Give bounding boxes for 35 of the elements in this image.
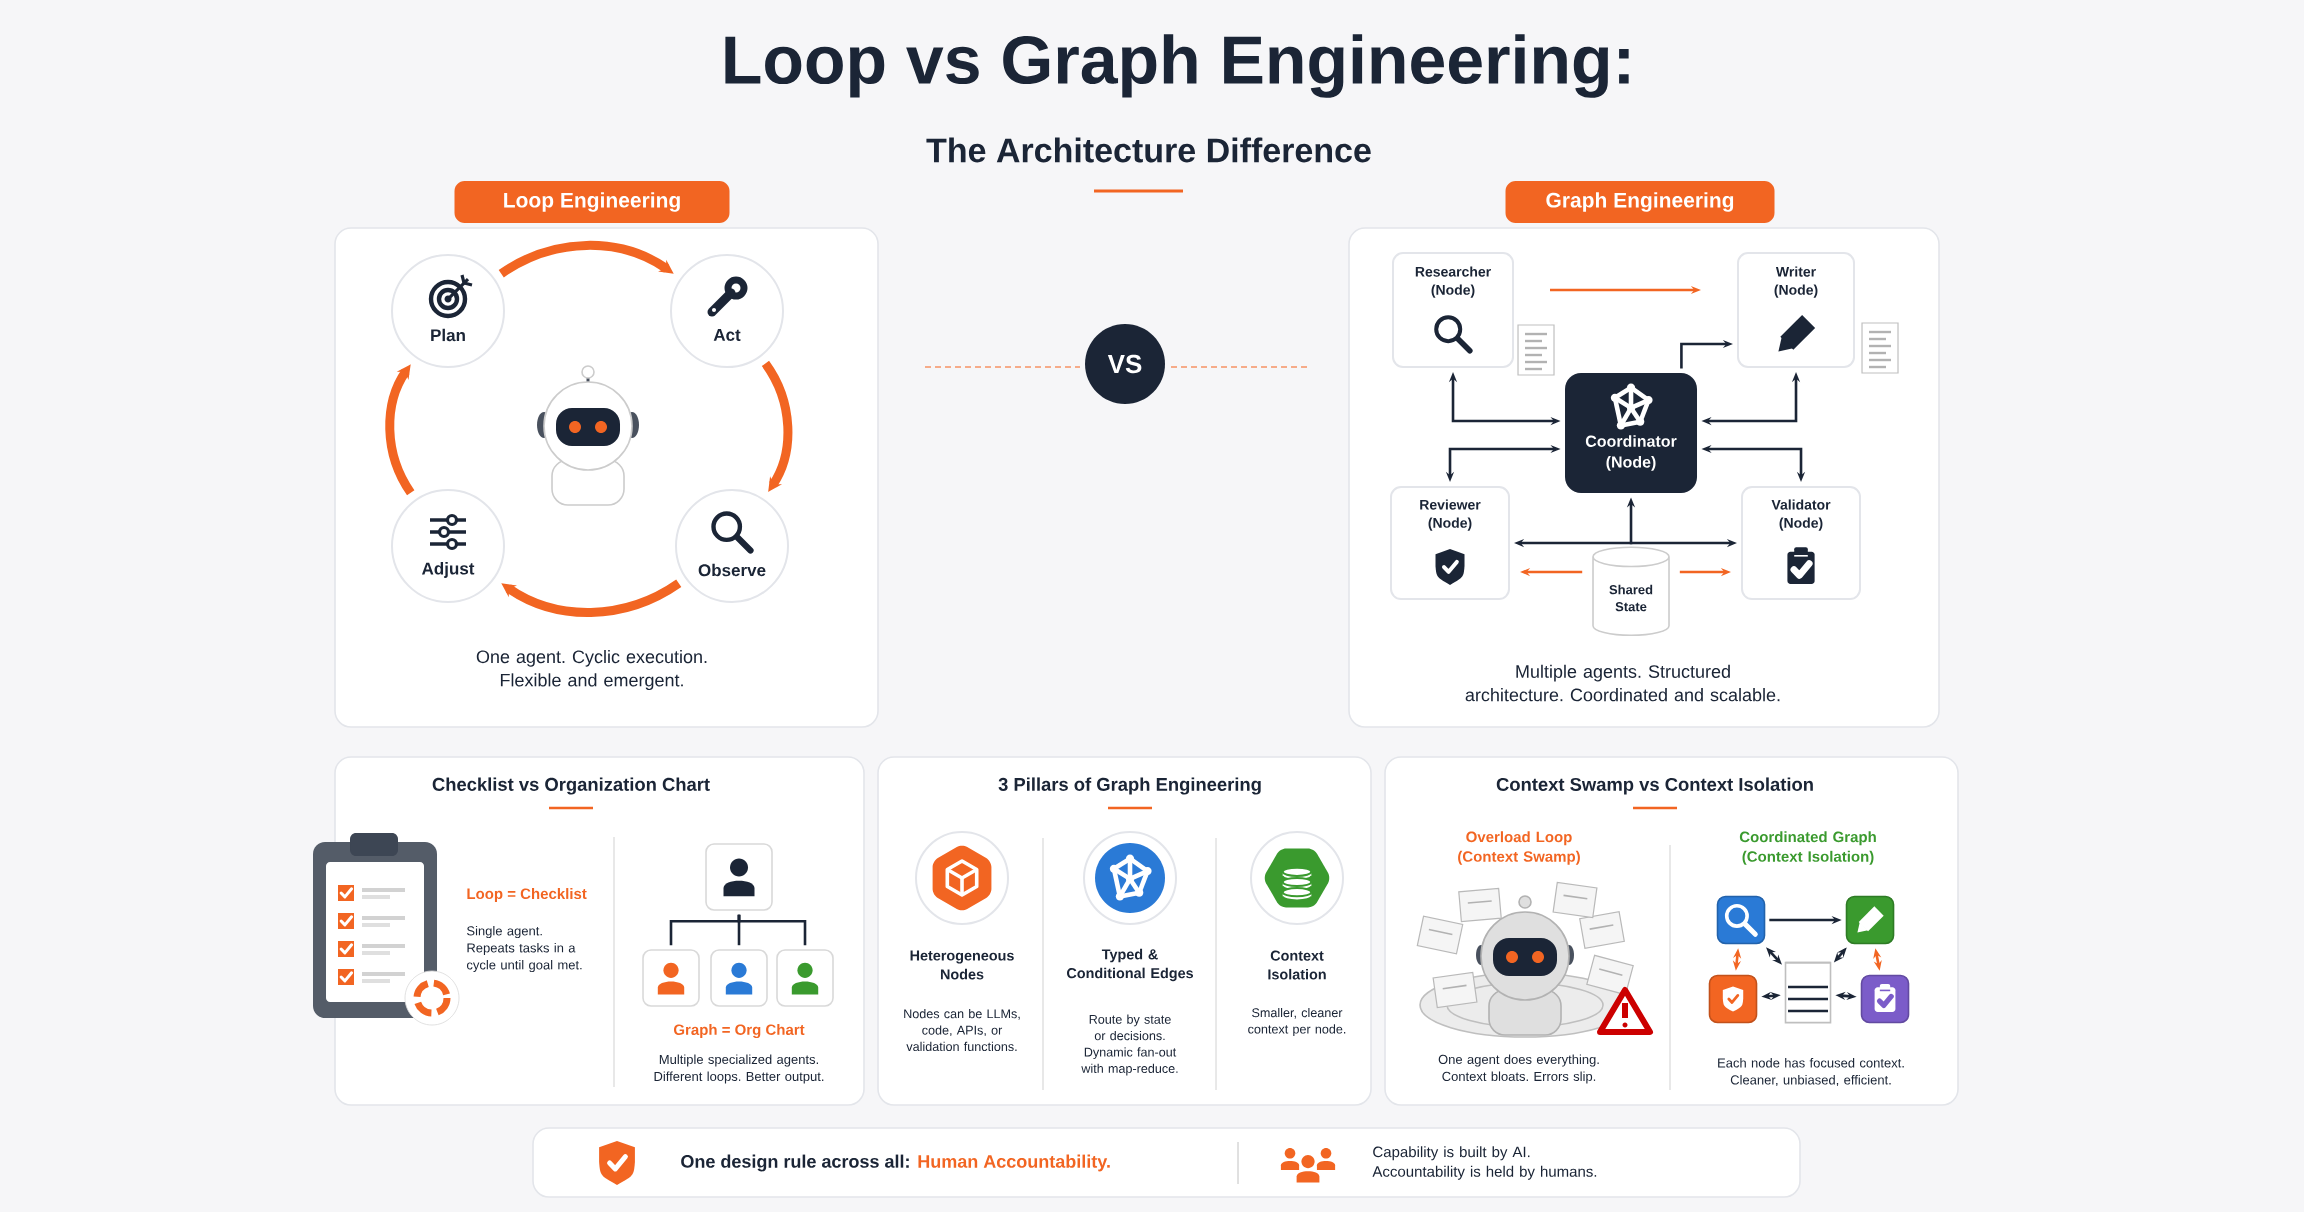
comparison-heading: Loop = Checklist xyxy=(467,888,587,902)
description-text: Multiple specialized agents. Different loops. Better output. xyxy=(654,1054,824,1084)
panel-caption: One agent. Cyclic execution. Flexible and emergent. xyxy=(476,649,707,691)
vs-badge: VS xyxy=(1085,324,1165,404)
description-text: Smaller, cleaner context per node. xyxy=(1248,1007,1346,1037)
comparison-heading: Graph = Org Chart xyxy=(674,1024,805,1039)
database-cylinder xyxy=(1784,961,1832,1024)
section-pill: Graph Engineering xyxy=(1505,181,1775,223)
pillar-title: Typed & Conditional Edges xyxy=(1067,948,1193,982)
title: Loop vs Graph Engineering: xyxy=(725,34,1629,98)
pillar-title: Heterogeneous Nodes xyxy=(910,950,1014,980)
agent-node-box: Researcher (Node) xyxy=(1392,252,1514,368)
agent-node-box: Reviewer (Node) xyxy=(1390,486,1510,600)
description-text: Single agent. Repeats tasks in a cycle until goal met. xyxy=(466,925,582,973)
panel-heading: Checklist vs Organization Chart xyxy=(432,777,710,795)
section-pill: Loop Engineering xyxy=(454,181,730,223)
footer-text: One design rule across all: xyxy=(681,1154,909,1172)
agent-node-box: Validator (Node) xyxy=(1741,486,1861,600)
pillar-title: Context Isolation xyxy=(1268,950,1326,980)
highlight-text: Human Accountability. xyxy=(918,1154,1110,1172)
panel-heading: Context Swamp vs Context Isolation xyxy=(1496,777,1813,795)
comparison-heading: Overload Loop (Context Swamp) xyxy=(1458,831,1580,865)
description-text: One agent does everything. Context bloats. Errors slip. xyxy=(1438,1054,1599,1084)
connector-line xyxy=(737,914,807,946)
footer-note: Capability is built by AI. Accountability is held by humans. xyxy=(1372,1146,1597,1180)
agent-node-box: Writer (Node) xyxy=(1737,252,1855,368)
panel-heading: 3 Pillars of Graph Engineering xyxy=(998,777,1261,795)
subtitle: The Architecture Difference xyxy=(926,137,1371,163)
database-cylinder: Shared State xyxy=(1592,546,1670,637)
coordinator-box: Coordinator (Node) xyxy=(1565,373,1697,493)
description-text: Each node has focused context. Cleaner, unbiased, efficient. xyxy=(1718,1058,1904,1087)
panel-caption: Multiple agents. Structured architecture. Coordinated and scalable. xyxy=(1465,664,1780,702)
comparison-heading: Coordinated Graph (Context Isolation) xyxy=(1739,831,1876,865)
description-text: Nodes can be LLMs, code, APIs, or validation functions. xyxy=(904,1009,1020,1052)
description-text: Route by state or decisions. Dynamic fan-out with map-reduce. xyxy=(1081,1014,1178,1076)
